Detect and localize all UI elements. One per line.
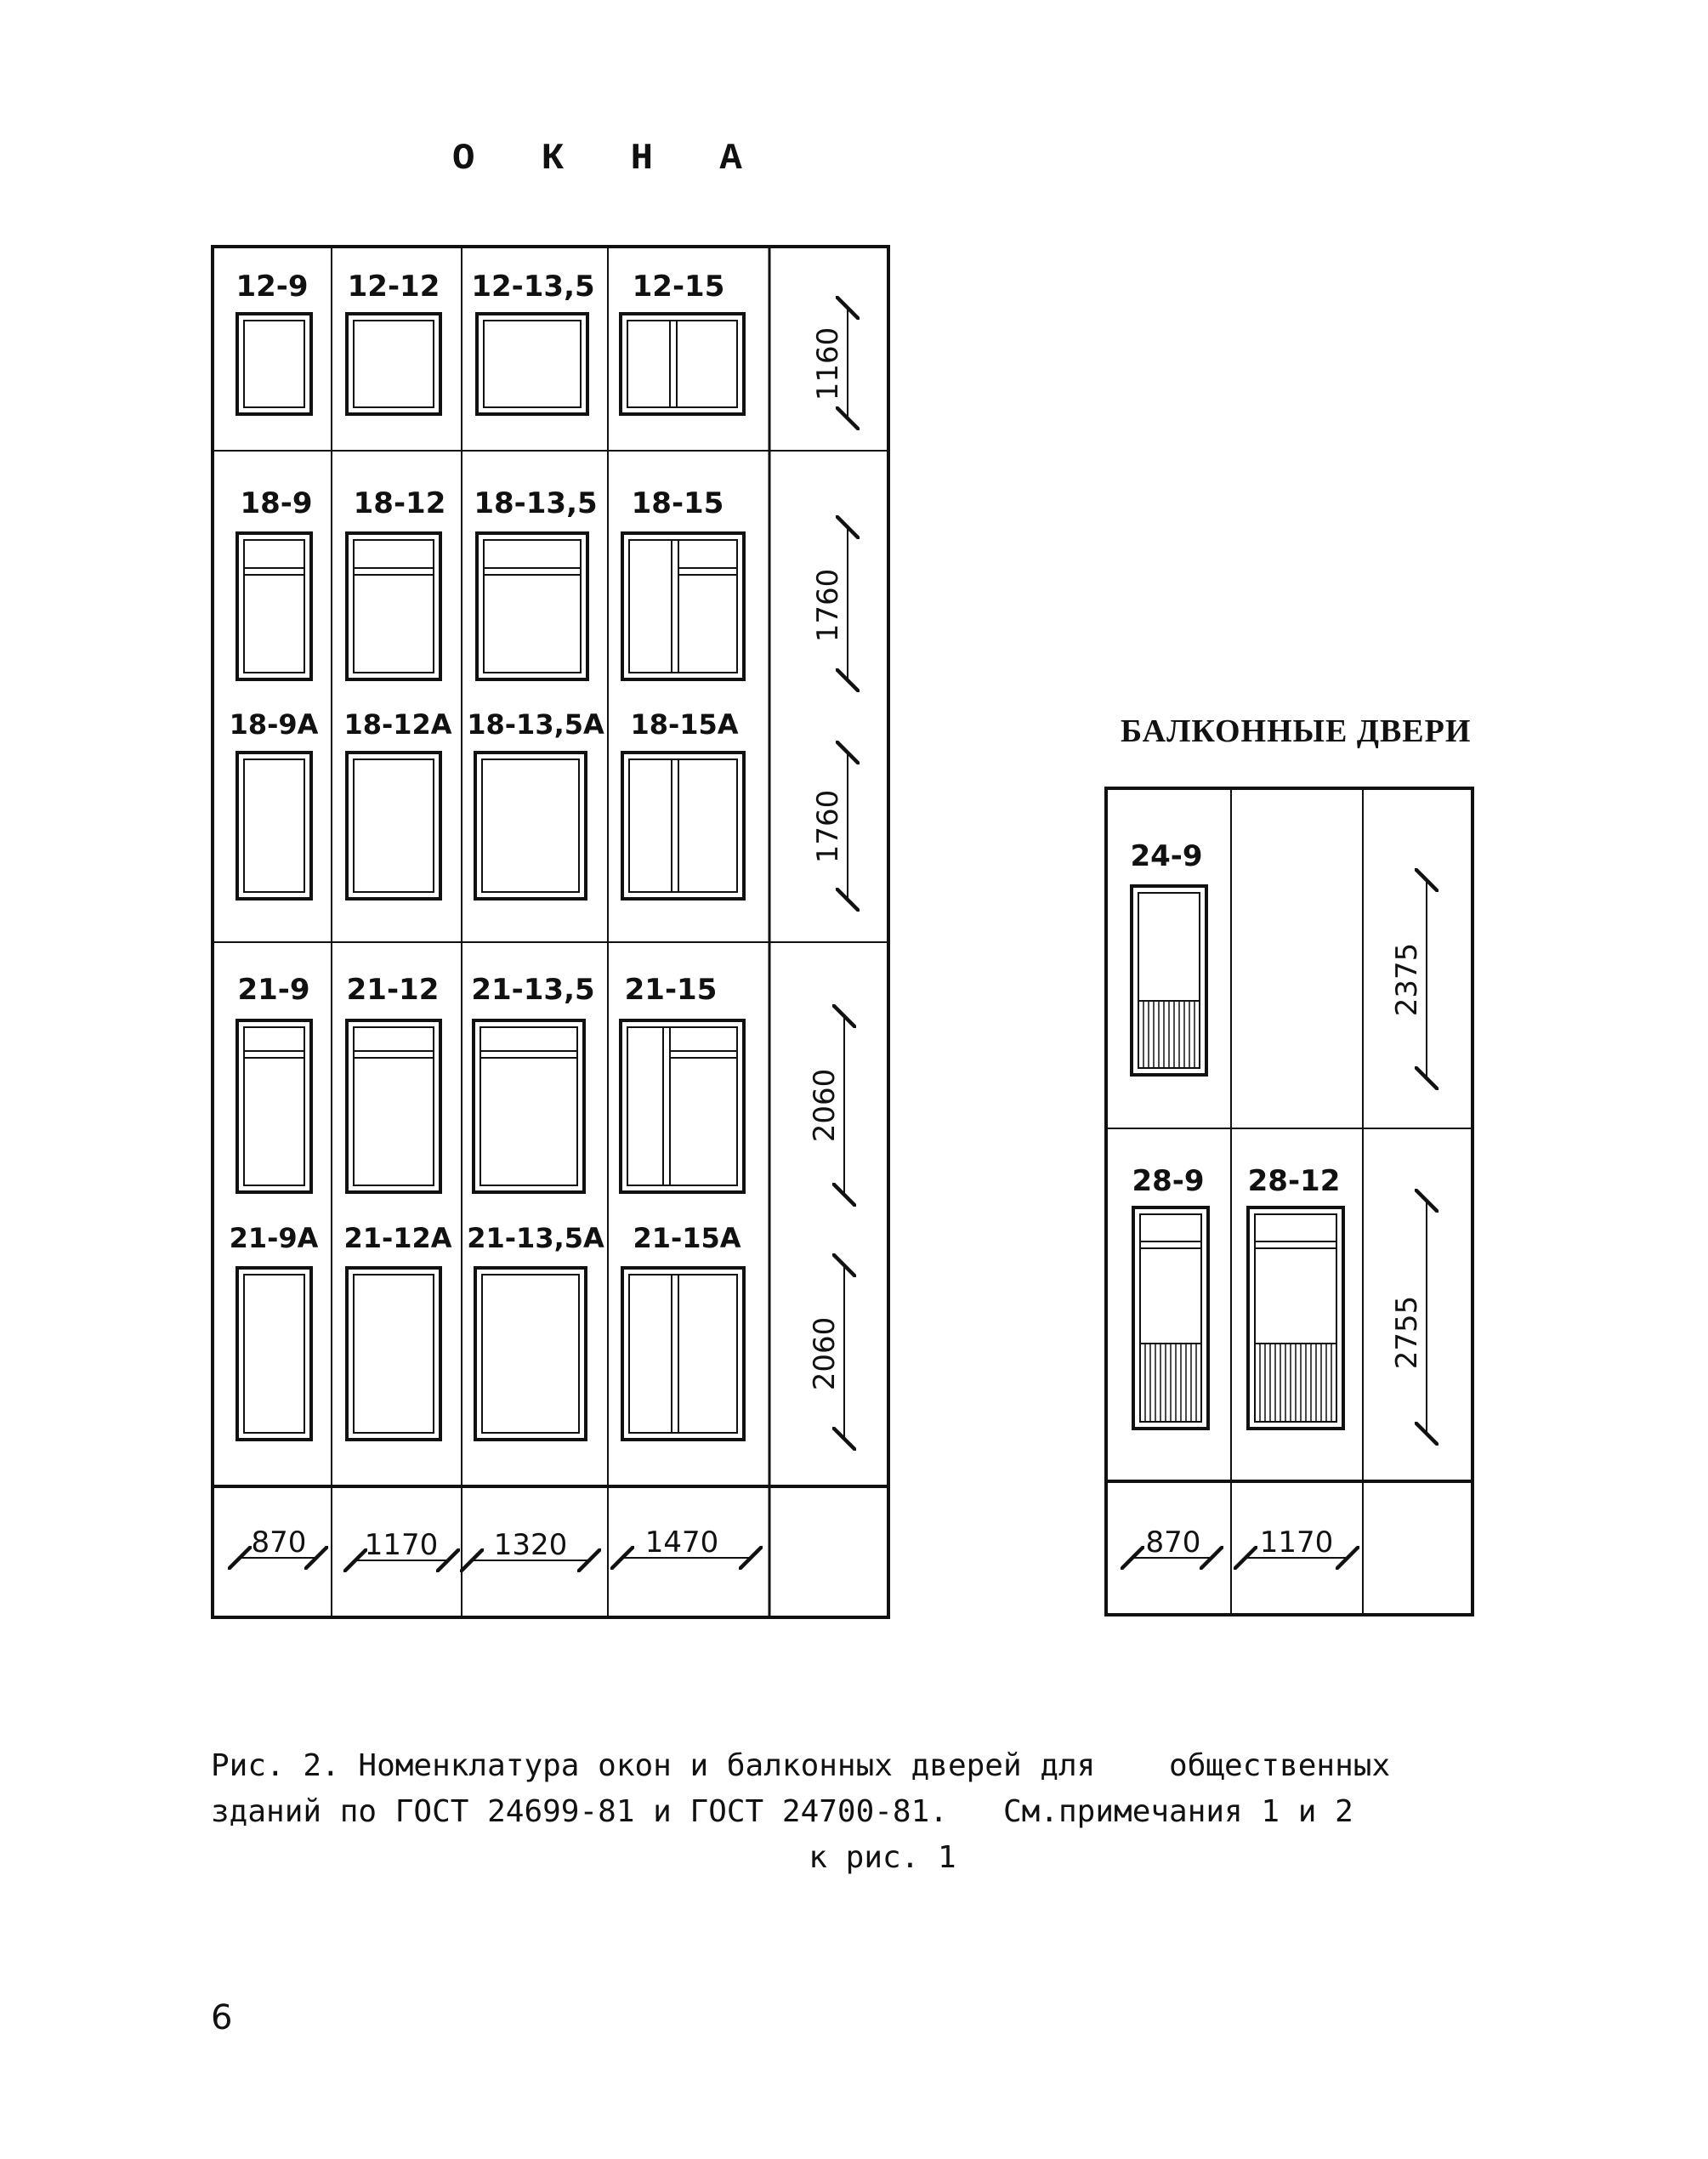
window-row-18: 18-9 18-12 18-13,5 18-15 (235, 486, 746, 681)
door-24-9: 24-9 (1130, 839, 1208, 1077)
door-label: 28-9 (1132, 1164, 1204, 1198)
door-28-9: 28-9 (1132, 1164, 1210, 1430)
window-label: 21-13,5А (467, 1222, 604, 1254)
window-label: 18-9 (240, 486, 312, 520)
caption-line-3: к рис. 1 (809, 1840, 956, 1875)
window-label: 18-12А (343, 708, 451, 741)
window-label: 21-15А (633, 1222, 741, 1254)
width-label: 870 (1146, 1526, 1201, 1560)
door-label: 24-9 (1130, 839, 1202, 873)
window-row-21: 21-9 21-12 21-13,5 21-15 (235, 973, 746, 1194)
windows-heading: О К Н А (452, 138, 764, 180)
window-label: 18-13,5 (474, 486, 597, 520)
page-number: 6 (211, 1998, 233, 2037)
height-label: 1760 (811, 569, 845, 643)
windows-table (211, 245, 890, 1619)
width-label: 870 (252, 1526, 307, 1560)
caption-line-2: зданий по ГОСТ 24699-81 и ГОСТ 24700-81.… (211, 1794, 1353, 1829)
window-label: 12-9 (235, 270, 308, 304)
window-label: 12-15 (633, 270, 725, 304)
figure-caption: Рис. 2. Номенклатура окон и балконных дв… (211, 1743, 1503, 1881)
door-label: 28-12 (1248, 1164, 1341, 1198)
window-row-21a: 21-9А 21-12А 21-13,5А 21-15А (230, 1222, 746, 1441)
window-label: 12-13,5 (471, 270, 594, 304)
doors-heading: БАЛКОННЫЕ ДВЕРИ (1121, 713, 1472, 749)
width-label: 1320 (494, 1528, 568, 1562)
window-label: 18-15 (632, 486, 724, 520)
window-height-dimensions (844, 308, 848, 1439)
window-label: 21-15 (625, 973, 718, 1007)
window-label: 21-13,5 (471, 973, 594, 1007)
width-label: 1170 (365, 1528, 439, 1562)
window-label: 12-12 (348, 270, 440, 304)
height-label: 2060 (808, 1317, 842, 1391)
window-label: 18-15А (630, 708, 738, 741)
doors-table (1104, 787, 1474, 1616)
window-label: 21-9 (237, 973, 309, 1007)
window-label: 18-9А (230, 708, 319, 741)
height-label: 2375 (1390, 943, 1424, 1017)
caption-line-1: Рис. 2. Номенклатура окон и балконных дв… (211, 1748, 1391, 1783)
window-label: 21-9А (230, 1222, 319, 1254)
window-row-12: 12-9 12-12 12-13,5 12-15 (235, 270, 746, 416)
height-label: 1160 (811, 327, 845, 401)
width-label: 1470 (645, 1526, 719, 1560)
height-label: 2755 (1390, 1296, 1424, 1370)
window-row-18a: 18-9А 18-12А 18-13,5А 18-15А (230, 708, 746, 901)
width-label: 1170 (1260, 1526, 1334, 1560)
height-label: 1760 (811, 790, 845, 864)
door-28-12: 28-12 (1246, 1164, 1345, 1430)
window-label: 21-12А (343, 1222, 451, 1254)
height-label: 2060 (808, 1069, 842, 1143)
window-label: 18-12 (354, 486, 446, 520)
window-label: 21-12 (347, 973, 440, 1007)
window-label: 18-13,5А (467, 708, 604, 741)
window-width-dimensions (240, 1558, 751, 1560)
